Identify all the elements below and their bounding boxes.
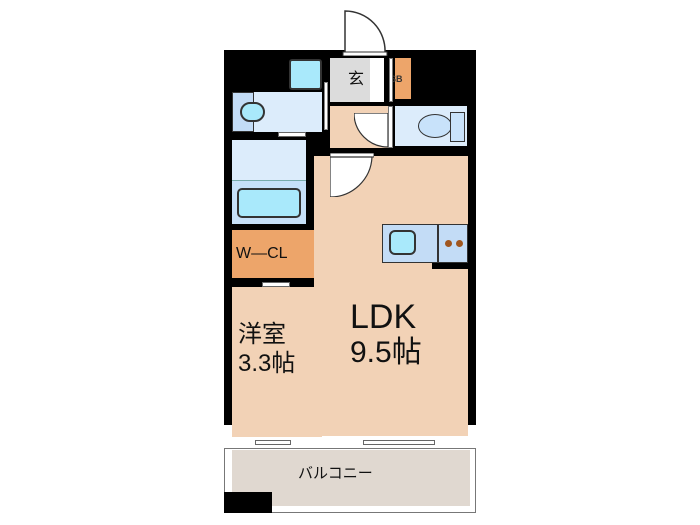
toilet-bowl xyxy=(418,114,452,138)
balcony-label: バルコニー xyxy=(298,465,373,482)
toilet-door-swing[interactable] xyxy=(354,113,390,149)
washing-machine-pan xyxy=(289,59,322,90)
ldk-main xyxy=(330,156,468,436)
entrance-genkan xyxy=(330,58,370,102)
bathroom-door[interactable] xyxy=(278,132,306,137)
balcony-pillar xyxy=(224,492,272,513)
western-room-window[interactable] xyxy=(255,440,291,445)
kitchen-wall xyxy=(432,263,468,269)
toilet-tank xyxy=(450,112,465,142)
toilet-door-jamb xyxy=(388,106,393,148)
ldk-door-swing[interactable] xyxy=(330,153,374,197)
washroom-door[interactable] xyxy=(324,82,328,130)
shoe-box-label: SB xyxy=(390,74,403,84)
kitchen-sink xyxy=(389,230,416,255)
walk-in-closet-label: W—CL xyxy=(236,245,288,262)
basin-bowl xyxy=(240,102,265,122)
cooktop-divider xyxy=(437,224,439,263)
burner-1 xyxy=(445,240,452,247)
genkan-label: 玄 xyxy=(348,71,365,88)
closet-door[interactable] xyxy=(262,282,290,287)
western-room-label-line2: 3.3帖 xyxy=(238,350,296,377)
western-room-label-line1: 洋室 xyxy=(238,321,286,348)
walk-in-closet xyxy=(232,230,322,278)
shoe-box xyxy=(395,58,411,99)
entrance-door-leaf-left[interactable] xyxy=(370,58,384,102)
ldk-label-line2: 9.5帖 xyxy=(350,336,422,369)
bathtub xyxy=(237,188,301,218)
ldk-label-line1: LDK xyxy=(350,298,417,336)
western-room xyxy=(232,287,322,437)
entrance-divider xyxy=(389,58,393,102)
front-door-swing[interactable] xyxy=(340,8,390,56)
burner-2 xyxy=(456,240,463,247)
ldk-window[interactable] xyxy=(363,440,435,445)
